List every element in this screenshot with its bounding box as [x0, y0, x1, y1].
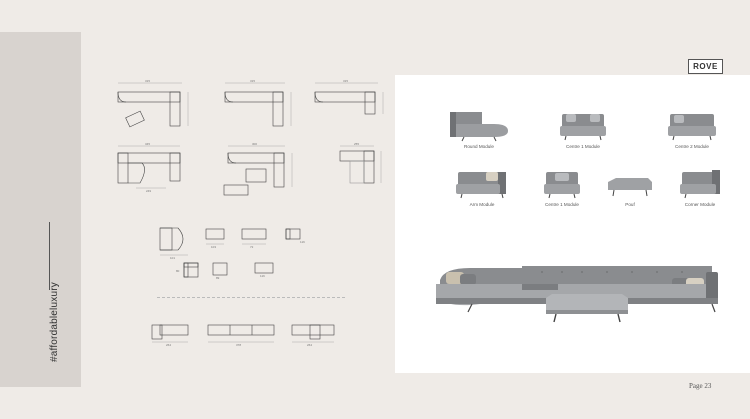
dim-label: 315: [145, 79, 150, 83]
dim-label: 80: [176, 269, 180, 273]
module-caption: Arm Module: [469, 202, 495, 207]
centre2-module-image: [668, 114, 716, 141]
left-sidebar: #affordableluxury: [0, 32, 81, 387]
dim-label: 345: [145, 142, 150, 146]
module-diagram-centre2: [241, 228, 267, 245]
dim-label: 116: [300, 240, 305, 244]
module-diagram-centre1: [205, 228, 225, 245]
dashed-separator: [157, 297, 345, 298]
module-centre1b: Centre 1 Module: [540, 166, 584, 207]
sofa-configuration: [432, 262, 722, 328]
layout-diagram-3: [314, 82, 384, 115]
module-caption: Centre 1 Module: [566, 144, 600, 149]
pouf-image: [608, 178, 652, 197]
layout-diagram-bottom-2: [207, 324, 275, 343]
layout-diagram-bottom-3: [291, 324, 335, 343]
dim-label: 72: [250, 245, 254, 249]
page-number: Page 23: [689, 382, 712, 390]
sidebar-divider: [49, 222, 50, 290]
brand-logo: ROVE: [688, 59, 723, 74]
dim-label: 89: [216, 276, 220, 280]
dim-label: 264: [166, 343, 171, 347]
module-centre2: Centre 2 Module: [664, 108, 720, 149]
module-caption: Centre 2 Module: [675, 144, 709, 149]
arm-module-image: [456, 172, 506, 199]
module-caption: Corner Module: [684, 202, 716, 207]
module-pouf: Pouf: [604, 176, 656, 207]
dim-label: 264: [307, 343, 312, 347]
dim-label: 315: [343, 79, 348, 83]
layout-diagram-2: [224, 82, 292, 127]
module-diagram-chaise: [254, 262, 274, 274]
dim-label: 255: [354, 142, 359, 146]
module-caption: Centre 1 Module: [545, 202, 579, 207]
centre1-module-image: [560, 114, 606, 141]
layout-diagram-1: [117, 82, 189, 128]
module-arm: Arm Module: [452, 166, 512, 207]
layout-diagram-6: [339, 145, 382, 184]
module-caption: Round Module: [464, 144, 494, 149]
module-centre1: Centre 1 Module: [556, 108, 610, 149]
layout-diagram-bottom-1: [151, 324, 189, 343]
module-caption: Pouf: [625, 202, 635, 207]
layout-diagram-5: [223, 145, 293, 196]
dim-label: 101: [170, 256, 175, 260]
dim-label: 315: [250, 79, 255, 83]
module-round: Round Module: [444, 104, 514, 149]
dim-label: 249: [146, 189, 151, 193]
module-diagram-arm: [285, 228, 301, 240]
dim-label: 116: [260, 274, 265, 278]
hashtag-label: #affordableluxury: [49, 282, 60, 362]
dim-label: 378: [236, 343, 241, 347]
centre1b-module-image: [544, 172, 580, 199]
layout-diagrams-svg: 315 315 315 345 300 255 249 101 103 72 8…: [117, 79, 384, 347]
corner-module-image: [680, 170, 720, 199]
module-diagram-corner: [183, 262, 199, 278]
layout-diagram-4: [117, 145, 181, 189]
layout-diagrams: 315 315 315 345 300 255 249 101 103 72 8…: [100, 78, 390, 348]
module-corner: Corner Module: [676, 166, 724, 207]
dim-label: 300: [252, 142, 257, 146]
module-diagram-round: [159, 227, 188, 256]
dim-label: 103: [211, 245, 216, 249]
large-sofa-image: [436, 266, 718, 323]
module-diagram-pouf: [212, 262, 228, 276]
round-module-image: [450, 112, 508, 142]
